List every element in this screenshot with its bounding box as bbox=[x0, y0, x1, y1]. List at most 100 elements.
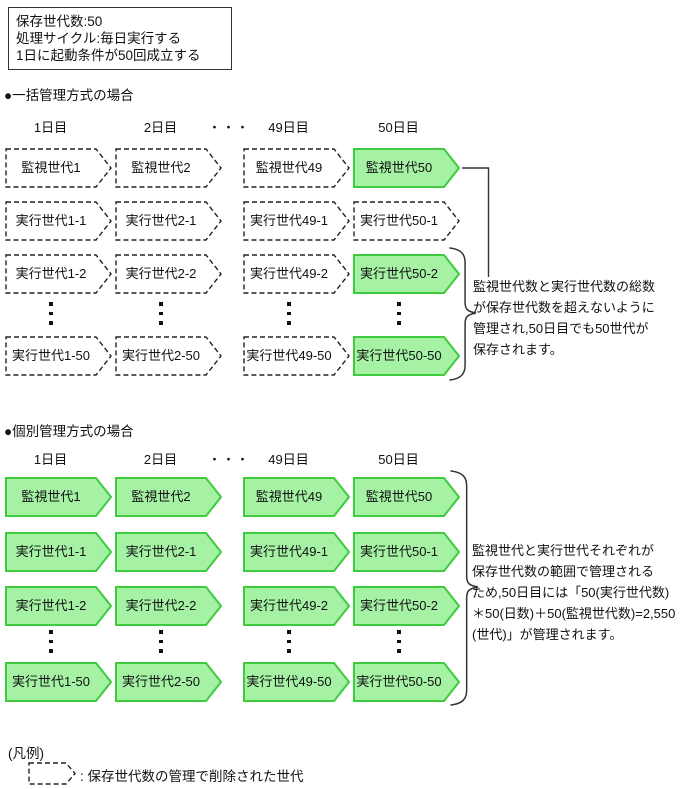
generation-label: 実行世代2-1 bbox=[125, 213, 197, 228]
generation-label: 実行世代2-2 bbox=[125, 266, 197, 281]
deleted-generation-shape bbox=[115, 336, 222, 376]
legend-entry-text: : 保存世代数の管理で削除された世代 bbox=[80, 769, 304, 784]
settings-note-box: 保存世代数:50 処理サイクル:毎日実行する 1日に起動条件が50回成立する bbox=[8, 7, 232, 70]
generation-label: 実行世代1-50 bbox=[11, 348, 91, 363]
kept-generation-shape bbox=[115, 662, 222, 702]
annotation-line: ＊50(日数)＋50(監視世代数)=2,550 bbox=[472, 606, 676, 621]
legend-title: (凡例) bbox=[8, 746, 44, 761]
annotation-line: 保存世代数の範囲で管理される bbox=[472, 564, 655, 579]
section-title-individual-management: ●個別管理方式の場合 bbox=[4, 424, 134, 439]
annotation-line: 管理され,50日目でも50世代が bbox=[473, 321, 649, 336]
generation-label: 監視世代49 bbox=[255, 489, 323, 504]
generation-arrow: 実行世代50-2 bbox=[353, 586, 460, 626]
generation-label: 実行世代49-50 bbox=[246, 348, 332, 363]
deleted-generation-shape bbox=[5, 201, 112, 241]
generation-label: 監視世代49 bbox=[255, 160, 323, 175]
kept-generation-shape bbox=[115, 586, 222, 626]
generation-label: 実行世代2-50 bbox=[121, 674, 201, 689]
generation-arrow: 監視世代50 bbox=[353, 477, 460, 517]
deleted-generation-shape bbox=[115, 254, 222, 294]
generation-label: 監視世代50 bbox=[365, 489, 433, 504]
generation-label: 実行世代50-1 bbox=[359, 213, 439, 228]
annotation-line: 監視世代数と実行世代数の総数 bbox=[473, 279, 656, 294]
generation-arrow: 実行世代50-1 bbox=[353, 532, 460, 572]
generation-label: 実行世代1-50 bbox=[11, 674, 91, 689]
generation-arrow: 実行世代49-50 bbox=[243, 336, 350, 376]
generation-arrow: 実行世代49-2 bbox=[243, 586, 350, 626]
generation-label: 実行世代49-1 bbox=[249, 213, 329, 228]
deleted-generation-shape bbox=[5, 336, 112, 376]
generation-label: 監視世代2 bbox=[131, 160, 191, 175]
kept-generation-shape bbox=[5, 477, 112, 517]
kept-generation-shape bbox=[243, 586, 350, 626]
generation-arrow: 監視世代1 bbox=[5, 477, 112, 517]
deleted-generation-shape bbox=[243, 254, 350, 294]
generation-label: 実行世代1-1 bbox=[15, 544, 87, 559]
generation-label: 実行世代50-50 bbox=[356, 674, 442, 689]
generation-arrow: 実行世代2-50 bbox=[115, 336, 222, 376]
day-header: 49日目 bbox=[268, 452, 309, 467]
generation-arrow: 監視世代50 bbox=[353, 148, 460, 188]
generation-label: 実行世代2-50 bbox=[121, 348, 201, 363]
day-header: 2日目 bbox=[143, 120, 178, 135]
generation-arrow: 監視世代49 bbox=[243, 148, 350, 188]
deleted-generation-shape bbox=[115, 148, 222, 188]
deleted-generation-shape bbox=[5, 254, 112, 294]
annotation-line: が保存世代数を超えないように bbox=[473, 300, 655, 315]
vertical-ellipsis bbox=[397, 630, 401, 653]
ellipsis-separator: ・・・ bbox=[207, 452, 250, 467]
kept-generation-shape bbox=[243, 662, 350, 702]
generation-arrow: 監視世代1 bbox=[5, 148, 112, 188]
generation-label: 実行世代49-2 bbox=[249, 266, 329, 281]
generation-arrow: 実行世代1-2 bbox=[5, 586, 112, 626]
monitored-gen50-connector-line bbox=[462, 167, 490, 277]
day-header: 50日目 bbox=[378, 120, 419, 135]
generation-arrow: 実行世代50-50 bbox=[353, 336, 460, 376]
ellipsis-separator: ・・・ bbox=[207, 120, 250, 135]
kept-generation-shape bbox=[5, 586, 112, 626]
generation-arrow: 実行世代1-2 bbox=[5, 254, 112, 294]
generation-label: 実行世代1-2 bbox=[15, 598, 87, 613]
kept-generation-shape bbox=[243, 532, 350, 572]
deleted-generation-shape bbox=[243, 336, 350, 376]
generation-label: 実行世代50-2 bbox=[359, 266, 439, 281]
section-annotation: 監視世代数と実行世代数の総数が保存世代数を超えないように管理され,50日目でも5… bbox=[473, 276, 655, 360]
kept-generation-shape bbox=[243, 477, 350, 517]
generation-label: 実行世代50-2 bbox=[359, 598, 439, 613]
generation-arrow: 実行世代49-2 bbox=[243, 254, 350, 294]
annotation-line: 監視世代と実行世代それぞれが bbox=[472, 543, 655, 558]
vertical-ellipsis bbox=[49, 302, 53, 325]
generation-arrow: 実行世代49-1 bbox=[243, 532, 350, 572]
deleted-generation-shape bbox=[115, 201, 222, 241]
annotation-line: ため,50日目には「50(実行世代数) bbox=[472, 585, 670, 600]
deleted-generation-shape bbox=[243, 148, 350, 188]
generation-arrow: 実行世代1-1 bbox=[5, 532, 112, 572]
generation-arrow: 実行世代1-50 bbox=[5, 662, 112, 702]
kept-generation-shape bbox=[115, 532, 222, 572]
generation-arrow: 実行世代49-50 bbox=[243, 662, 350, 702]
day-header: 1日目 bbox=[33, 452, 68, 467]
vertical-ellipsis bbox=[287, 302, 291, 325]
generation-arrow: 実行世代2-1 bbox=[115, 201, 222, 241]
annotation-line: 保存されます。 bbox=[473, 342, 563, 357]
annotation-line: (世代)」が管理されます。 bbox=[472, 627, 623, 642]
vertical-ellipsis bbox=[159, 302, 163, 325]
generation-label: 実行世代49-2 bbox=[249, 598, 329, 613]
generation-label: 実行世代1-2 bbox=[15, 266, 87, 281]
kept-generation-shape bbox=[5, 532, 112, 572]
generation-label: 実行世代50-50 bbox=[356, 348, 442, 363]
deleted-generation-shape bbox=[353, 201, 460, 241]
deleted-generation-shape bbox=[243, 201, 350, 241]
settings-note-line-1: 保存世代数:50 bbox=[16, 14, 103, 29]
vertical-ellipsis bbox=[397, 302, 401, 325]
legend-deleted-arrow-symbol bbox=[28, 762, 76, 785]
day-header: 50日目 bbox=[378, 452, 419, 467]
generation-arrow: 実行世代1-50 bbox=[5, 336, 112, 376]
vertical-ellipsis bbox=[159, 630, 163, 653]
kept-generation-shape bbox=[353, 148, 460, 188]
vertical-ellipsis bbox=[287, 630, 291, 653]
kept-generation-shape bbox=[115, 477, 222, 517]
generation-label: 監視世代2 bbox=[131, 489, 191, 504]
generation-arrow: 監視世代49 bbox=[243, 477, 350, 517]
